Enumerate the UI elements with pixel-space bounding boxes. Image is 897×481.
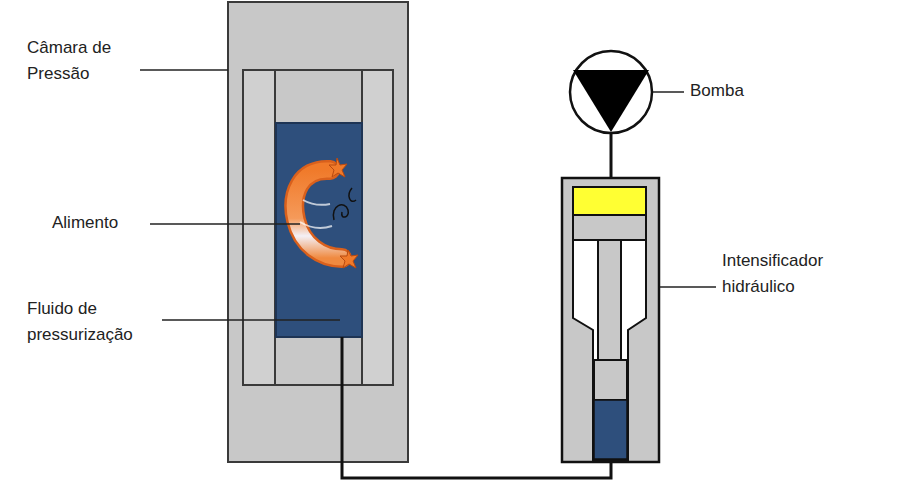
shrimp-food bbox=[294, 158, 358, 268]
fluid-label: Fluido de pressurização bbox=[27, 296, 159, 348]
pump-label: Bomba bbox=[690, 78, 790, 104]
pressure-chamber bbox=[228, 2, 408, 462]
leader-lines bbox=[140, 70, 716, 320]
chamber-label: Câmara de Pressão bbox=[27, 35, 135, 87]
pressurizing-fluid bbox=[276, 123, 362, 337]
hydraulic-intensifier bbox=[562, 178, 659, 462]
pump-symbol bbox=[570, 51, 652, 178]
food-label: Alimento bbox=[52, 210, 147, 236]
intensifier-label: Intensificador hidráulico bbox=[722, 248, 887, 300]
